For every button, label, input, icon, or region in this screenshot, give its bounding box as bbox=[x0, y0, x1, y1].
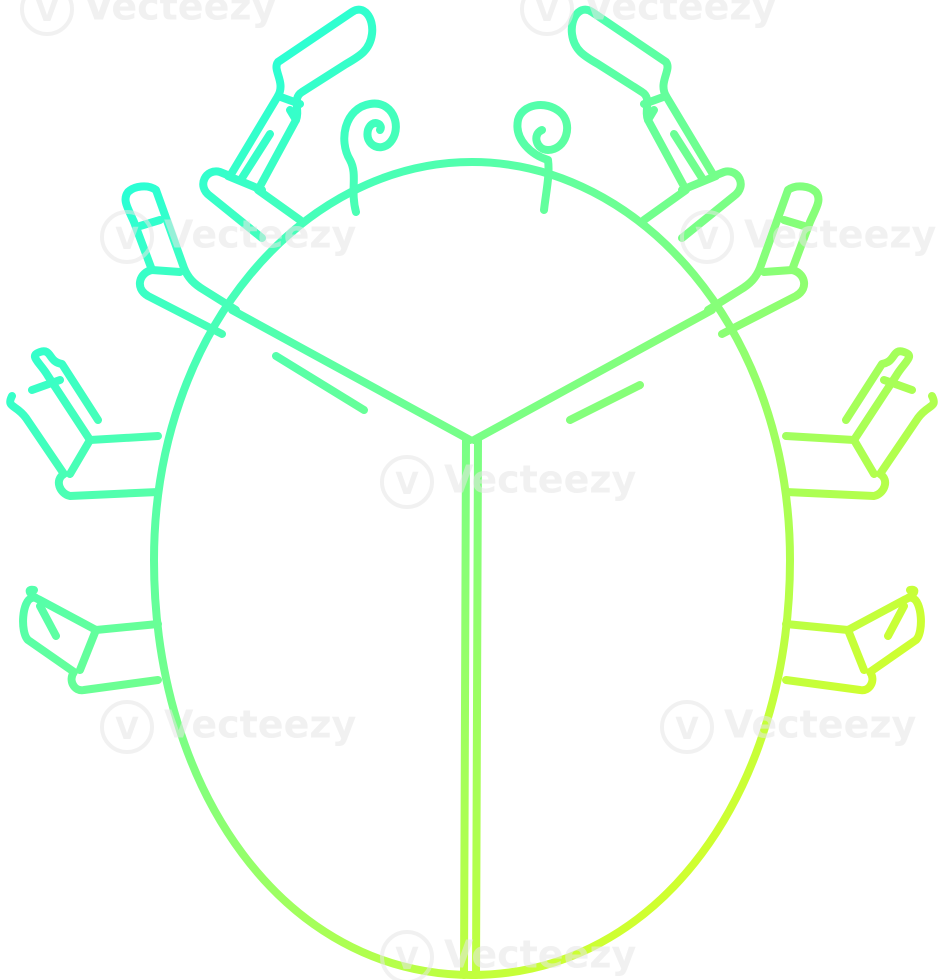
left-leg-4 bbox=[19, 585, 162, 695]
right-leg-1-joints bbox=[640, 92, 720, 194]
left-leg-1 bbox=[199, 5, 377, 242]
shell-left-seam bbox=[228, 306, 474, 444]
right-leg-4 bbox=[782, 585, 925, 695]
right-leg-3 bbox=[782, 347, 938, 500]
right-leg-2-joints bbox=[760, 216, 808, 276]
left-shine-mark bbox=[272, 352, 368, 414]
left-leg-2 bbox=[121, 182, 240, 338]
right-shine-mark bbox=[566, 381, 644, 424]
right-leg-2 bbox=[704, 182, 823, 338]
shell-right-seam bbox=[470, 306, 716, 444]
right-antenna bbox=[513, 101, 572, 214]
left-leg-3-joints bbox=[28, 376, 94, 478]
right-leg-3-joints bbox=[850, 376, 916, 478]
shell-center-seam bbox=[460, 436, 482, 979]
beetle-body-outline bbox=[150, 158, 794, 979]
left-leg-1-joints bbox=[224, 92, 304, 194]
left-antenna bbox=[340, 99, 400, 216]
left-leg-3 bbox=[6, 347, 162, 500]
right-leg-4-joints bbox=[844, 602, 908, 674]
left-leg-4-joints bbox=[36, 602, 100, 674]
right-leg-1 bbox=[567, 5, 745, 242]
